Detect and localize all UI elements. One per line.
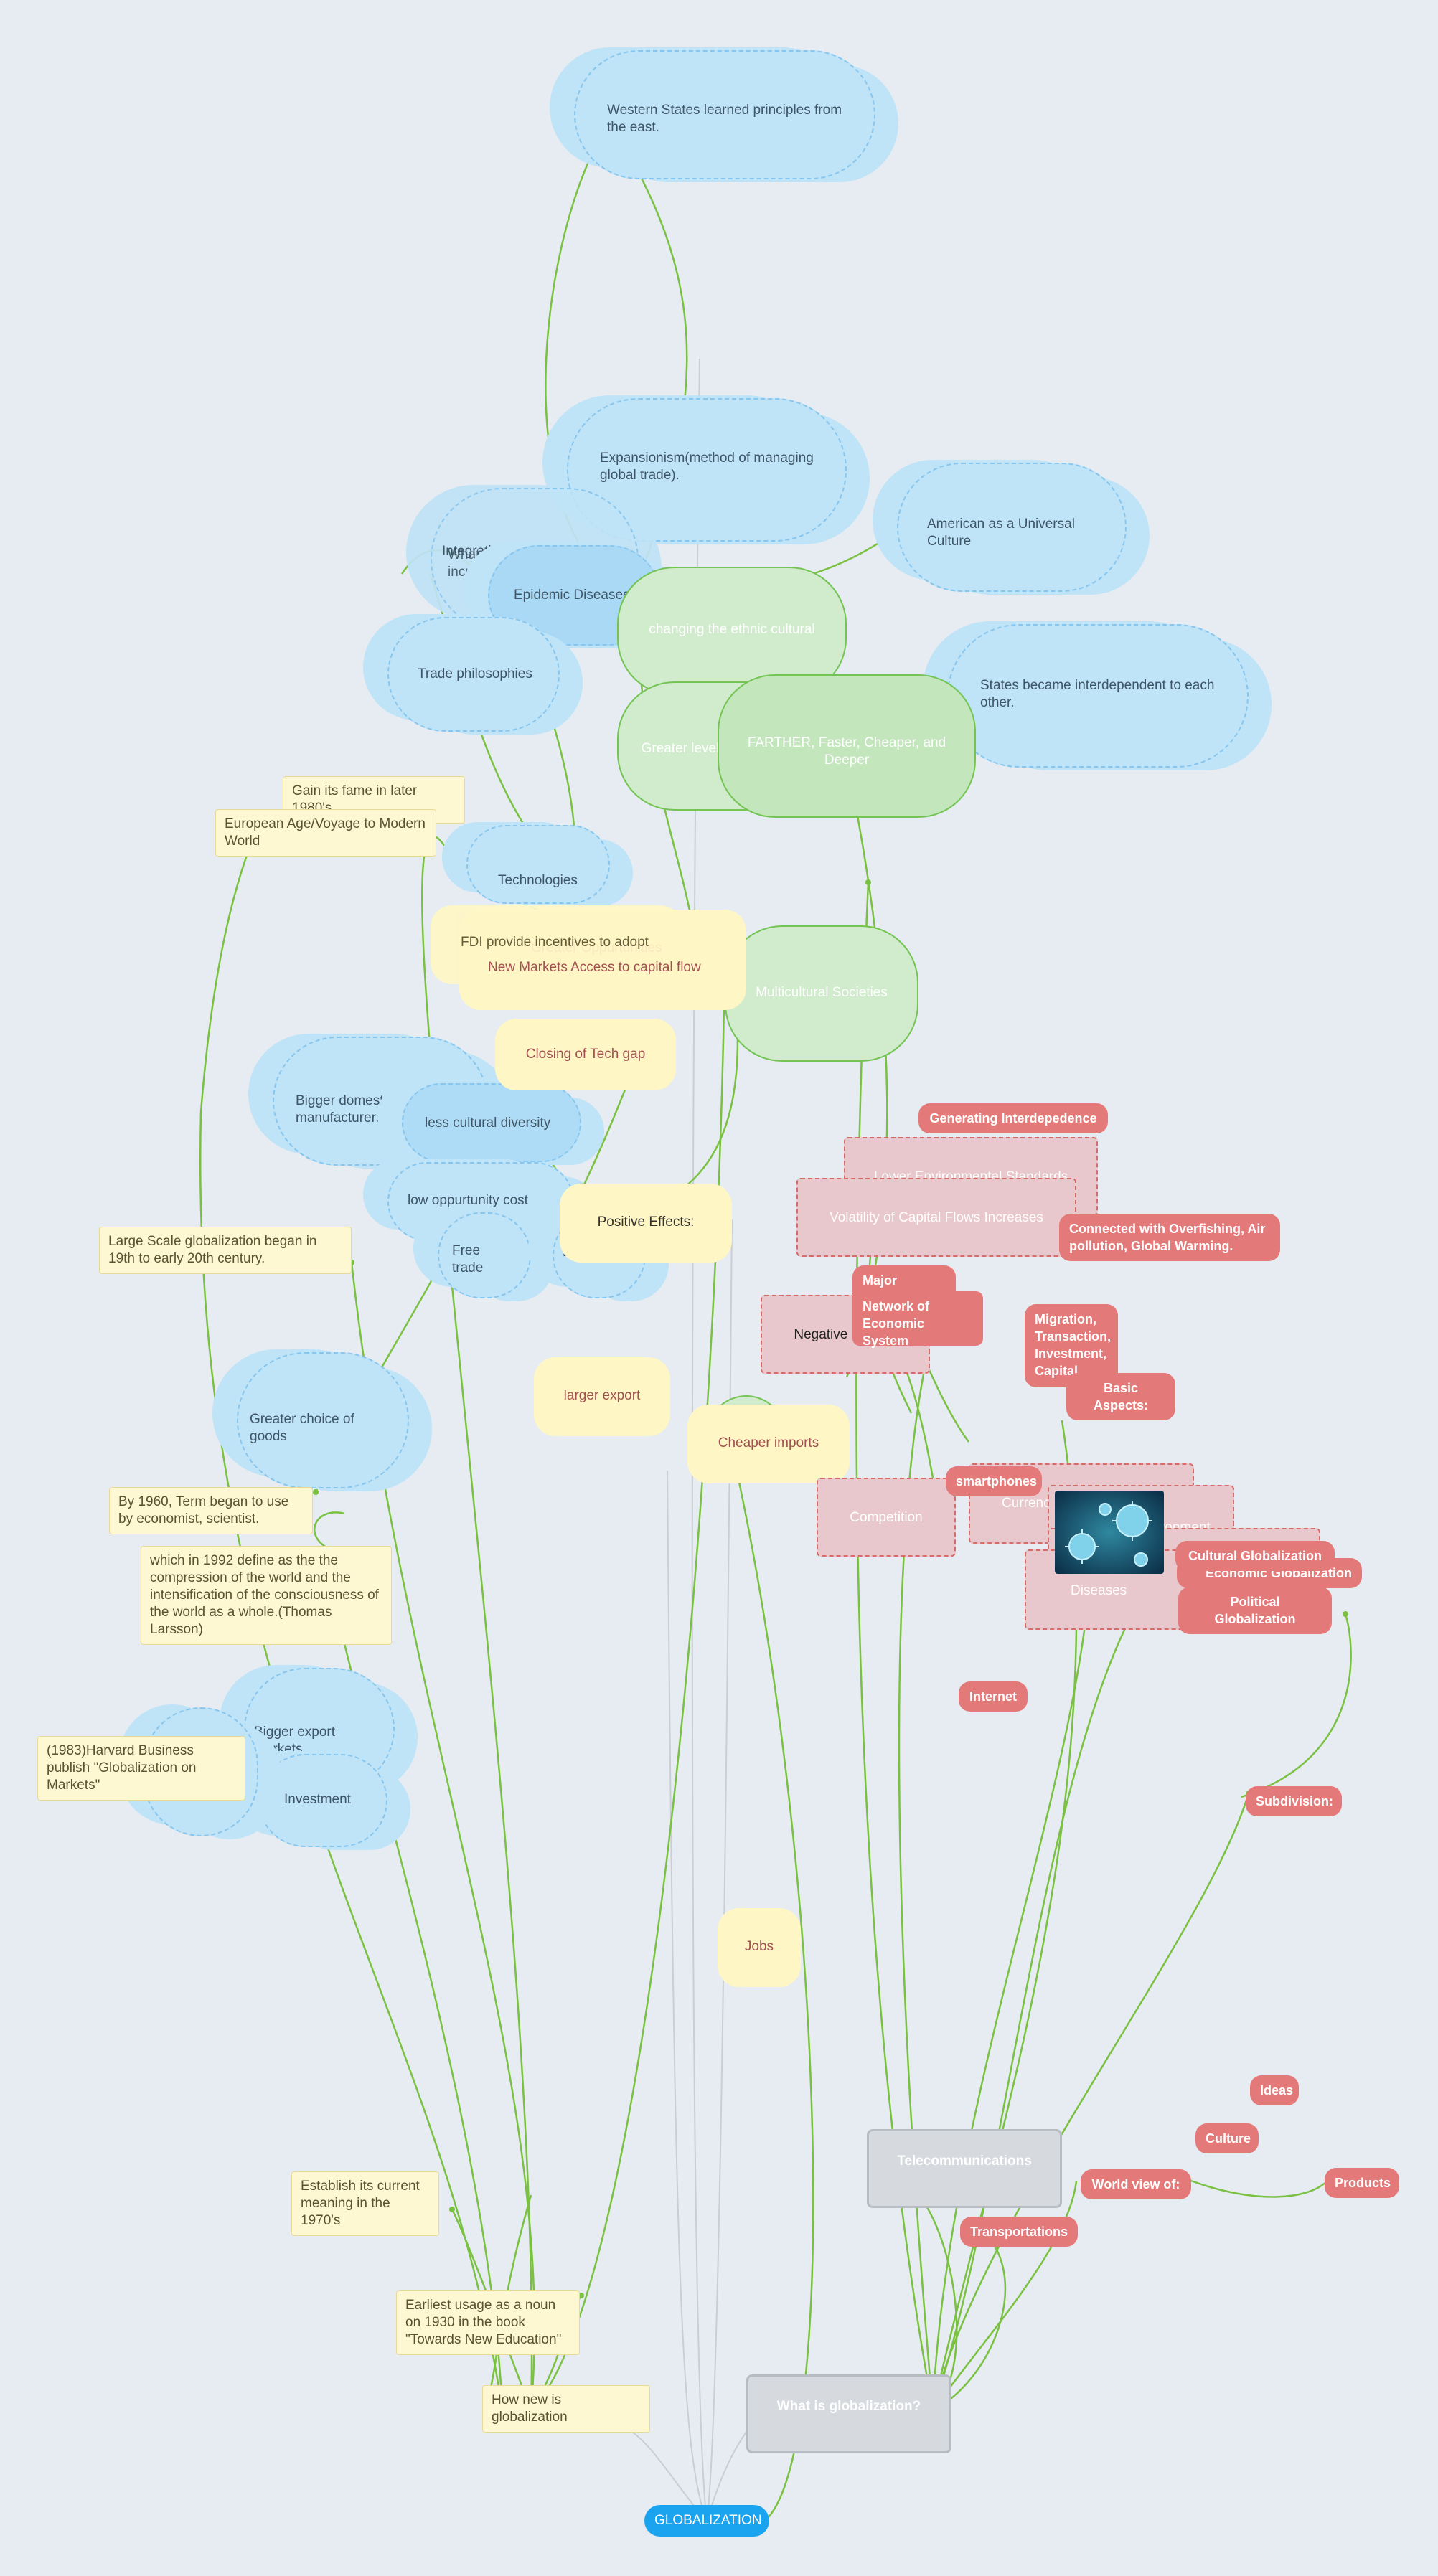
pill-smartphones[interactable]: smartphones — [946, 1466, 1042, 1496]
pill-cultural-globalization[interactable]: Cultural Globalization — [1175, 1541, 1335, 1571]
blob-fdi-incentives[interactable]: FDI provide incentives to adopt — [431, 905, 682, 984]
pill-political-globalization[interactable]: Political Globalization — [1178, 1587, 1332, 1634]
note-european-age[interactable]: European Age/Voyage to Modern World — [215, 809, 436, 857]
cloud-states-interdependent[interactable]: States became interdependent to each oth… — [947, 624, 1249, 768]
blob-new-markets[interactable]: New Markets Access to capital flow — [488, 960, 701, 975]
pill-products[interactable]: Products — [1325, 2168, 1399, 2198]
box-what-is-globalization[interactable]: What is globalization? — [746, 2374, 951, 2453]
note-current-meaning-1970s[interactable]: Establish its current meaning in the 197… — [291, 2171, 439, 2236]
note-how-new-globalization[interactable]: How new is globalization — [482, 2385, 650, 2433]
virus-image — [1055, 1491, 1164, 1574]
blob-larger-export[interactable]: larger export — [534, 1357, 670, 1436]
cloud-technologies[interactable]: Technologies — [466, 825, 610, 904]
cloud-less-cultural-diversity[interactable]: less cultural diversity — [402, 1083, 581, 1162]
cloud-multicultural-societies[interactable]: Multicultural Societies — [725, 925, 918, 1062]
blob-positive-effects[interactable]: Positive Effects: — [560, 1184, 732, 1263]
cloud-american-universal-culture[interactable]: American as a Universal Culture — [897, 463, 1127, 592]
root-globalization[interactable]: GLOBALIZATION — [644, 2505, 769, 2537]
note-1983-harvard[interactable]: (1983)Harvard Business publish "Globaliz… — [37, 1736, 245, 1801]
pill-world-view[interactable]: World view of: — [1081, 2169, 1191, 2199]
note-earliest-usage-1930[interactable]: Earliest usage as a noun on 1930 in the … — [396, 2290, 580, 2355]
pill-ideas[interactable]: Ideas — [1250, 2075, 1299, 2105]
cloud-trade-philosophies[interactable]: Trade philosophies — [387, 617, 560, 732]
pill-generating-interdependence[interactable]: Generating Interdepedence — [918, 1103, 1108, 1133]
note-1960-term[interactable]: By 1960, Term began to use by economist,… — [109, 1487, 313, 1534]
cloud-greater-choice-goods[interactable]: Greater choice of goods — [237, 1352, 409, 1488]
pill-culture[interactable]: Culture — [1195, 2123, 1259, 2153]
pill-subdivision[interactable]: Subdivision: — [1246, 1786, 1342, 1816]
pill-basic-aspects[interactable]: Basic Aspects: — [1066, 1373, 1175, 1420]
pill-network-economic-system[interactable]: Network of Economic System — [852, 1291, 983, 1348]
cloud-western-states[interactable]: Western States learned principles from t… — [574, 50, 875, 179]
pill-connected-overfishing[interactable]: Connected with Overfishing, Air pollutio… — [1059, 1214, 1280, 1261]
blob-jobs[interactable]: Jobs — [718, 1908, 801, 1987]
box-volatility-capital-flows[interactable]: Volatility of Capital Flows Increases — [796, 1178, 1076, 1257]
pill-migration-transaction[interactable]: Migration, Transaction, Investment, Capi… — [1025, 1304, 1118, 1387]
box-competition[interactable]: Competition — [817, 1478, 956, 1557]
cloud-investment[interactable]: Investment — [258, 1754, 387, 1847]
box-telecommunications[interactable]: Telecommunications — [867, 2129, 1062, 2208]
cloud-farther-faster[interactable]: FARTHER, Faster, Cheaper, and Deeper — [718, 674, 976, 818]
blob-closing-tech-gap[interactable]: Closing of Tech gap — [495, 1019, 676, 1090]
pill-internet[interactable]: Internet — [959, 1681, 1028, 1712]
note-1992-definition[interactable]: which in 1992 define as the the compress… — [141, 1546, 392, 1645]
pill-transportations[interactable]: Transportations — [960, 2217, 1078, 2247]
blob-cheaper-imports[interactable]: Cheaper imports — [687, 1405, 850, 1483]
note-large-scale-globalization[interactable]: Large Scale globalization began in 19th … — [99, 1227, 352, 1274]
cloud-free-trade[interactable]: Free trade — [438, 1212, 531, 1298]
